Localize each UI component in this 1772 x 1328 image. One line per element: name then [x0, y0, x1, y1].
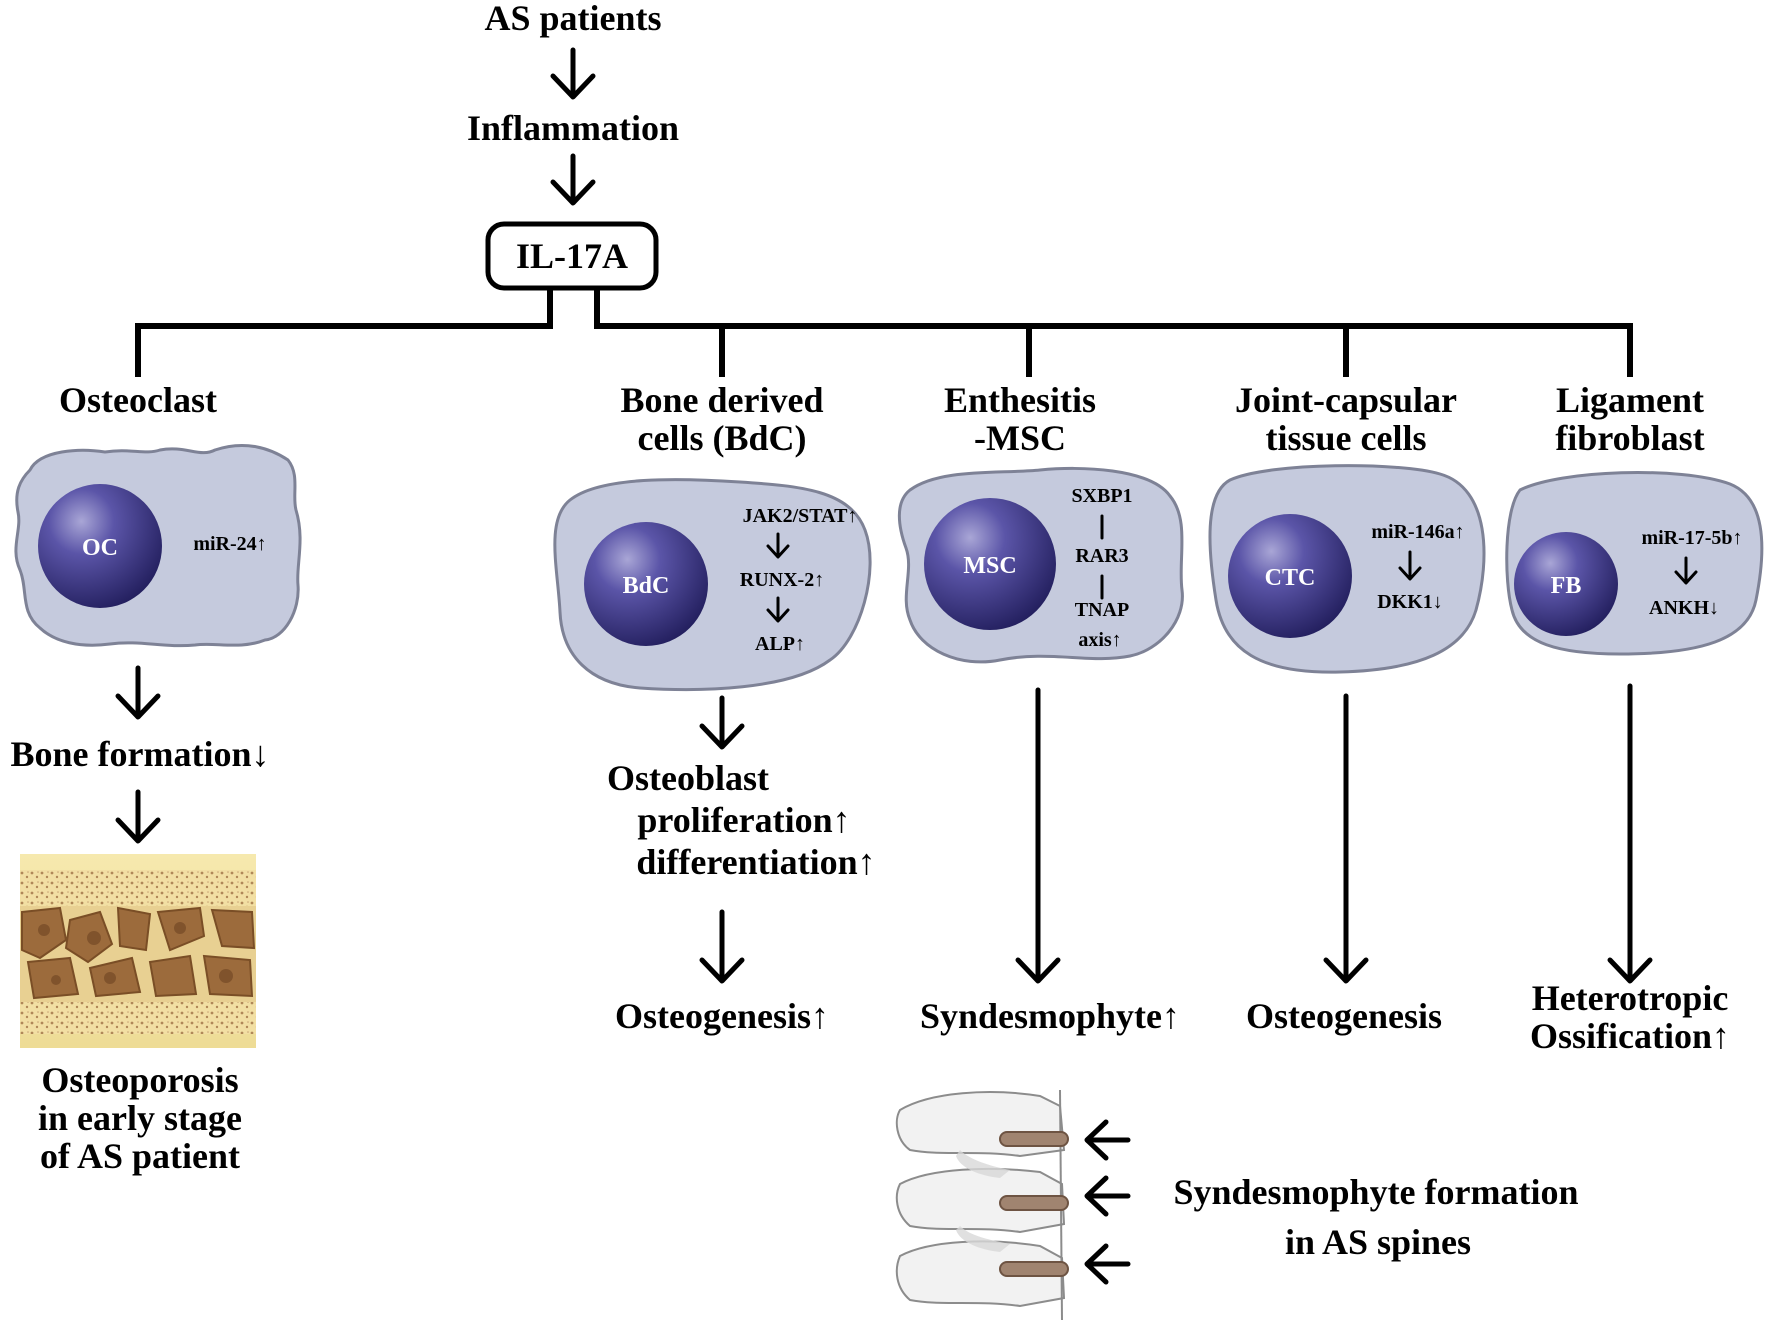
- arrow-down-icon: [1398, 550, 1422, 581]
- il17a-box: IL-17A: [485, 221, 659, 291]
- marker: axis↑: [1078, 629, 1121, 651]
- msc-nucleus: [924, 498, 1056, 630]
- branch-title: Ligament: [1556, 380, 1704, 420]
- oc-nucleus: [38, 484, 162, 608]
- arrow-down-icon: [766, 596, 790, 623]
- bdc-nucleus: [584, 522, 708, 646]
- branch-title: Osteoclast: [59, 380, 217, 420]
- arrow-left-icon: [1084, 1175, 1131, 1217]
- bone-formation-label: Bone formation↓: [11, 734, 270, 774]
- final-line: Syndesmophyte↑: [920, 996, 1180, 1036]
- nucleus-label: CTC: [1265, 565, 1316, 591]
- arrow-down-icon: [115, 789, 161, 844]
- branch-title: Joint-capsular: [1235, 380, 1457, 420]
- marker: ALP↑: [755, 633, 805, 655]
- marker: RUNX-2↑: [740, 569, 824, 591]
- branch-title: Enthesitis: [944, 380, 1096, 420]
- marker: SXBP1: [1071, 485, 1132, 507]
- final-line: of AS patient: [40, 1136, 240, 1176]
- outcome-line: differentiation↑: [636, 842, 875, 882]
- outcome-line: proliferation↑: [637, 800, 850, 840]
- spine-caption: in AS spines: [1285, 1222, 1471, 1262]
- spine-illustration: Syndesmophyte formation in AS spines: [895, 1089, 1579, 1321]
- arrow-down-icon: [1607, 683, 1653, 984]
- as-patients-label: AS patients: [484, 0, 661, 38]
- marker: ANKH↓: [1649, 597, 1719, 619]
- arrow-down-icon: [1674, 556, 1698, 585]
- ctc-nucleus: [1228, 514, 1352, 638]
- branch-msc: Enthesitis -MSC MSC SXBP1 RAR3 TNAP axis…: [897, 380, 1184, 1036]
- outcome-line: Osteoblast: [607, 758, 769, 798]
- marker: TNAP: [1075, 599, 1129, 621]
- branch-title: cells (BdC): [638, 418, 807, 458]
- arrow-down-icon: [766, 532, 790, 559]
- branch-osteoclast: Osteoclast OC miR-24↑ Bone formation↓: [11, 380, 302, 1176]
- branch-fb: Ligament fibroblast FB miR-17-5b↑ ANKH↓ …: [1505, 380, 1764, 1056]
- osteoporotic-bone-illustration: [20, 854, 256, 1048]
- marker: miR-146a↑: [1371, 521, 1464, 543]
- final-line: in early stage: [38, 1098, 242, 1138]
- branch-title: fibroblast: [1555, 418, 1704, 458]
- branch-ctc: Joint-capsular tissue cells CTC miR-146a…: [1208, 380, 1486, 1036]
- arrow-down-icon: [550, 47, 596, 100]
- spine-caption: Syndesmophyte formation: [1173, 1172, 1578, 1212]
- branch-title: -MSC: [974, 418, 1066, 458]
- final-line: Ossification↑: [1530, 1016, 1730, 1056]
- branch-title: Bone derived: [621, 380, 824, 420]
- il17a-label: IL-17A: [516, 236, 628, 276]
- nucleus-label: MSC: [963, 553, 1016, 579]
- arrow-left-icon: [1084, 1119, 1131, 1161]
- final-line: Heterotropic: [1532, 978, 1729, 1018]
- arrow-left-icon: [1084, 1243, 1131, 1285]
- arrow-down-icon: [115, 665, 161, 720]
- arrow-down-icon: [1015, 687, 1061, 984]
- final-line: Osteogenesis↑: [615, 996, 829, 1036]
- arrow-down-icon: [550, 153, 596, 206]
- nucleus-label: BdC: [623, 573, 670, 599]
- arrow-down-icon: [699, 695, 745, 750]
- fb-nucleus: [1514, 532, 1618, 636]
- arrow-down-icon: [699, 909, 745, 984]
- marker: miR-17-5b↑: [1641, 527, 1742, 549]
- final-line: Osteogenesis: [1246, 996, 1442, 1036]
- inflammation-label: Inflammation: [467, 108, 679, 148]
- final-line: Osteoporosis: [41, 1060, 238, 1100]
- branch-connectors: [135, 287, 1633, 377]
- arrow-down-icon: [1323, 693, 1369, 984]
- branch-title: tissue cells: [1266, 418, 1427, 458]
- branch-bdc: Bone derived cells (BdC) BdC JAK2/STAT↑ …: [553, 380, 876, 1036]
- marker: JAK2/STAT↑: [743, 505, 858, 527]
- marker: RAR3: [1075, 545, 1128, 567]
- nucleus-label: OC: [82, 535, 118, 561]
- nucleus-label: FB: [1551, 573, 1582, 599]
- marker: DKK1↓: [1377, 591, 1443, 613]
- marker-mir24: miR-24↑: [193, 533, 266, 555]
